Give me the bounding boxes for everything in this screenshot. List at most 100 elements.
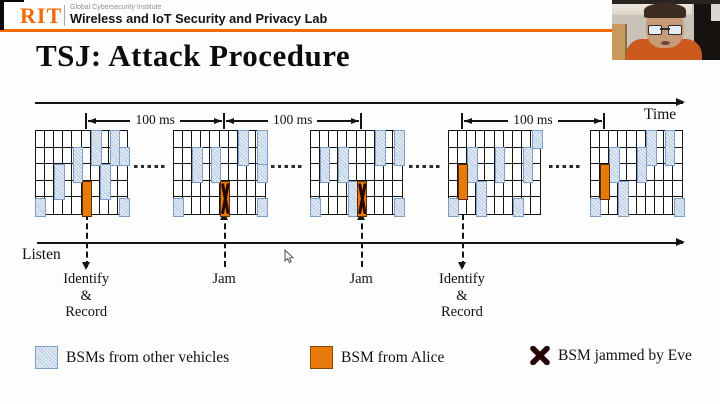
webcam-window: [711, 4, 720, 21]
resource-cell: [91, 197, 100, 214]
resource-cell: [672, 181, 682, 198]
other-vehicle-bsm-block: [522, 147, 534, 183]
resource-cell: [476, 131, 486, 148]
resource-cell: [72, 131, 82, 148]
subframe-grid-5: [590, 130, 685, 217]
interval-tick: [602, 113, 605, 129]
listen-axis-arrowhead: [676, 238, 685, 246]
resource-cell: [618, 147, 628, 165]
resource-cell: [338, 131, 348, 148]
resource-cell: [609, 197, 619, 214]
resource-cell: [246, 131, 256, 148]
resource-cell: [512, 180, 522, 198]
identify-record-connector: [457, 214, 466, 270]
resource-cell: [108, 164, 118, 181]
resource-cell: [192, 180, 202, 198]
resource-cell: [356, 131, 366, 148]
resource-cell: [365, 131, 375, 148]
resource-cell: [201, 197, 211, 214]
resource-cell: [356, 147, 366, 165]
resource-cell: [45, 164, 55, 181]
resource-cell: [338, 197, 348, 214]
identify-record-connector: [81, 214, 90, 270]
resource-cell: [356, 164, 366, 181]
resource-cell: [174, 180, 184, 198]
interval-arrow-left: [226, 117, 235, 124]
resource-cell: [311, 131, 321, 148]
resource-cell: [365, 180, 375, 198]
resource-cell: [210, 180, 220, 198]
resource-cell: [100, 197, 109, 214]
other-vehicle-bsm-block: [119, 198, 130, 217]
resource-cell: [183, 164, 193, 181]
resource-cell: [45, 197, 55, 214]
resource-cell: [63, 164, 73, 181]
resource-cell: [627, 131, 637, 148]
presenter-webcam-tile[interactable]: [612, 0, 720, 60]
resource-cell: [54, 131, 64, 148]
time-axis-label: Time: [644, 106, 677, 123]
ellipsis-dots: [408, 165, 443, 169]
header-divider: [64, 5, 66, 26]
resource-cell: [63, 197, 73, 214]
resource-cell: [109, 197, 118, 214]
resource-cell: [591, 180, 601, 198]
resource-cell: [237, 180, 247, 198]
resource-cell: [672, 148, 682, 165]
resource-cell: [494, 131, 504, 148]
listen-axis: [37, 238, 685, 246]
resource-cell: [503, 180, 513, 198]
resource-cell: [99, 131, 109, 148]
other-vehicle-bsm-block: [53, 164, 65, 200]
resource-cell: [646, 197, 655, 214]
resource-cell: [63, 131, 73, 148]
jam-x-icon: [358, 183, 367, 215]
legend-item-alice-bsm: BSM from Alice: [310, 346, 444, 369]
resource-cell: [449, 147, 459, 165]
subframe-grid-2: [173, 130, 268, 217]
resource-cell: [45, 131, 55, 148]
resource-cell: [219, 164, 229, 181]
resource-cell: [476, 164, 486, 181]
jam-label: Jam: [212, 271, 236, 287]
webcam-doorway: [612, 24, 627, 60]
resource-cell: [347, 147, 357, 165]
resource-cell: [476, 147, 486, 165]
resource-cell: [467, 131, 477, 148]
ellipsis-dots: [271, 165, 305, 169]
subframe-grid-1: [35, 130, 130, 217]
legend-label-alice: BSM from Alice: [341, 348, 445, 366]
resource-cell: [663, 180, 673, 198]
jam-x-icon: [221, 183, 230, 215]
resource-cell: [636, 131, 646, 148]
other-vehicle-bsm-block: [664, 130, 676, 166]
slide-title: TSJ: Attack Procedure: [36, 38, 351, 73]
other-vehicle-bsm-block: [257, 130, 268, 166]
resource-cell: [210, 197, 220, 214]
resource-cell: [338, 180, 348, 198]
resource-cell: [672, 131, 682, 148]
lab-name: Wireless and IoT Security and Privacy La…: [70, 11, 328, 26]
resource-cell: [63, 180, 73, 198]
resource-cell: [600, 197, 610, 214]
resource-cell: [591, 147, 601, 165]
resource-cell: [449, 180, 459, 198]
resource-cell: [383, 164, 393, 181]
interval-tick: [359, 113, 363, 129]
other-vehicle-bsm-block: [394, 198, 405, 217]
jam-connector: [219, 212, 228, 267]
resource-cell: [63, 147, 73, 165]
resource-cell: [458, 131, 468, 148]
resource-cell: [201, 147, 211, 165]
subframe-grid-4: [448, 130, 543, 217]
resource-cell: [485, 131, 495, 148]
legend-label-jammed: BSM jammed by Eve: [558, 346, 692, 364]
resource-cell: [374, 180, 384, 198]
interval-arrow-left: [463, 117, 472, 124]
resource-cell: [654, 147, 664, 165]
institute-name: Global Cybersecurity Institute: [70, 4, 162, 11]
alice-bsm-block-jammed: [356, 181, 368, 217]
resource-cell: [192, 131, 202, 148]
resource-cell: [600, 131, 610, 148]
